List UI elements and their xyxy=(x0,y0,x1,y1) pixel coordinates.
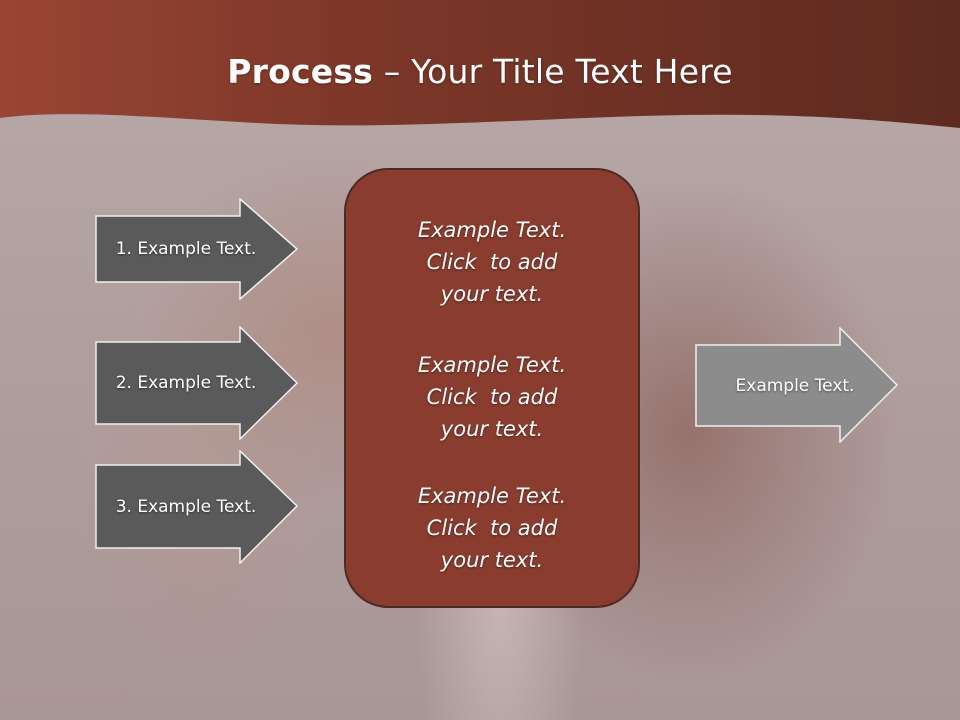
left-arrow-3[interactable]: 3. Example Text. xyxy=(95,450,299,564)
block-2-line-2: Click to add xyxy=(426,385,558,409)
block-3-line-1: Example Text. xyxy=(417,484,567,508)
left-arrow-2-label: 2. Example Text. xyxy=(115,373,257,393)
right-arrow[interactable]: Example Text. xyxy=(695,327,899,443)
block-1-line-1: Example Text. xyxy=(417,218,567,242)
block-3-line-3: your text. xyxy=(440,548,544,572)
block-2-line-3: your text. xyxy=(440,417,544,441)
center-text-block-3: Example Text. Click to add your text. xyxy=(346,480,638,576)
title-rest-text: – Your Title Text Here xyxy=(373,52,733,91)
center-text-block-1: Example Text. Click to add your text. xyxy=(346,214,638,310)
left-arrow-2[interactable]: 2. Example Text. xyxy=(95,326,299,440)
slide-title: Process – Your Title Text Here xyxy=(0,52,960,91)
block-2-line-1: Example Text. xyxy=(417,353,567,377)
block-1-line-2: Click to add xyxy=(426,250,558,274)
left-arrow-3-label: 3. Example Text. xyxy=(115,496,257,517)
title-bold-text: Process xyxy=(227,52,374,91)
block-3-line-2: Click to add xyxy=(426,516,558,540)
left-arrow-1[interactable]: 1. Example Text. xyxy=(95,198,299,300)
center-text-block-2: Example Text. Click to add your text. xyxy=(346,349,638,445)
left-arrow-1-label: 1. Example Text. xyxy=(115,239,257,259)
block-1-line-3: your text. xyxy=(440,282,544,306)
center-text-box[interactable]: Example Text. Click to add your text. Ex… xyxy=(344,168,640,608)
right-arrow-label: Example Text. xyxy=(735,375,855,396)
title-banner: Process – Your Title Text Here xyxy=(0,0,960,140)
title-banner-shape xyxy=(0,0,960,128)
